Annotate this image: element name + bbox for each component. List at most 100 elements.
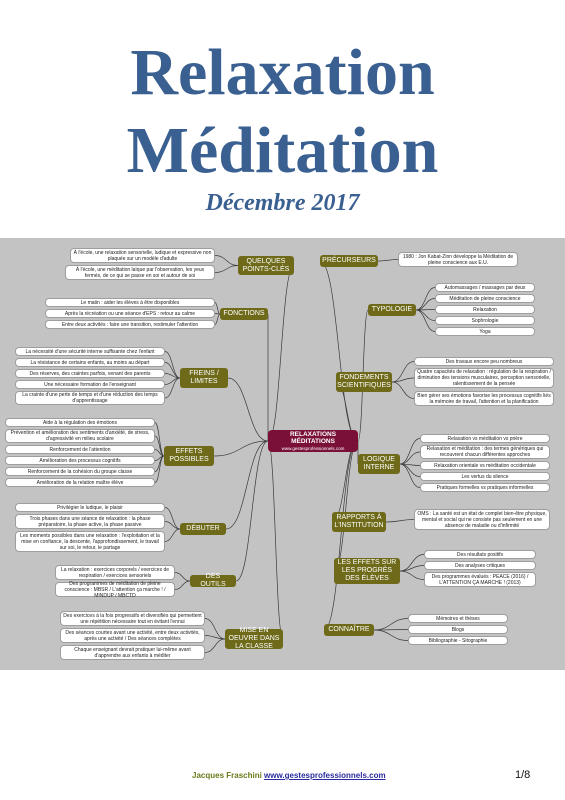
footer: Jacques Fraschini www.gestesprofessionne… (0, 769, 565, 785)
connector-branch-3-leaf-5 (154, 455, 165, 483)
leaf-logique-2: Relaxation et méditation : des termes gé… (420, 445, 550, 459)
connector-branch-4-leaf-0 (164, 507, 181, 530)
leaf-debuter-2: Trois phases dans une séance de relaxati… (15, 514, 165, 529)
leaf-mise-2: Des séances courtes avant une activité, … (60, 628, 205, 643)
leaf-progres-2: Des analyses critiques (424, 561, 536, 570)
leaf-effets-6: Amélioration de la relation maître élève (5, 478, 155, 487)
leaf-effets-4: Amélioration des processus cognitifs (5, 456, 155, 465)
connector-branch-0-leaf-1 (214, 265, 239, 273)
leaf-connaitre-2: Blogs (408, 625, 508, 634)
leaf-mise-1: Des exercices à la fois progressifs et d… (60, 611, 205, 626)
title-meditation: Méditation (126, 114, 439, 187)
connector-branch-3-leaf-1 (154, 435, 165, 457)
leaf-connaitre-1: Mémoires et thèses (408, 614, 508, 623)
branch-precurseurs: PRÉCURSEURS (320, 255, 378, 267)
connector-center-branch-12 (333, 440, 359, 572)
connector-branch-6-leaf-2 (204, 638, 226, 653)
leaf-connaitre-3: Bibliographie - Sitographie (408, 636, 508, 645)
branch-points-cles: QUELQUES POINTS-CLÉS (238, 256, 294, 275)
connector-branch-8-leaf-4 (415, 309, 436, 332)
leaf-fondements-2: Quatre capacités de relaxation : régulat… (414, 368, 554, 388)
connector-branch-10-leaf-1 (399, 451, 421, 465)
connector-center-branch-11 (331, 440, 359, 523)
leaf-freins-4: Une nécessaire formation de l'enseignant (15, 380, 165, 389)
leaf-typologie-2: Méditation de pleine conscience (435, 294, 535, 303)
leaf-typologie-4: Sophrologie (435, 316, 535, 325)
leaf-effets-2: Prévention et amélioration des sentiment… (5, 429, 155, 443)
leaf-fonctions-2: Après la récréation ou une séance d'EPS … (45, 309, 215, 318)
leaf-typologie-1: Automassages / massages par deux (435, 283, 535, 292)
connector-center-branch-7 (319, 260, 359, 442)
connector-branch-13-leaf-0 (373, 618, 409, 631)
branch-des-outils: DES OUTILS (190, 573, 236, 588)
leaf-effets-3: Renforcement de l'attention (5, 445, 155, 454)
branch-effets-progres: LES EFFETS SUR LES PROGRÈS DES ÉLÈVES (334, 558, 400, 584)
leaf-rapports-1: OMS : La santé est un état de complet bi… (414, 509, 550, 530)
branch-typologie: TYPOLOGIE (368, 304, 416, 316)
connector-branch-8-leaf-1 (415, 298, 436, 311)
connector-branch-6-leaf-0 (204, 618, 226, 640)
connector-branch-0-leaf-0 (214, 255, 239, 266)
branch-rapports-institution: RAPPORTS À L'INSTITUTION (332, 512, 386, 532)
leaf-points-cles-2: À l'école, une méditation laïque par l'o… (65, 265, 215, 280)
leaf-fonctions-1: Le matin : aider les élèves à être dispo… (45, 298, 215, 307)
connector-branch-11-leaf-0 (385, 519, 415, 523)
connector-lines (154, 255, 436, 653)
leaf-fonctions-3: Entre deux activités : faire une transit… (45, 320, 215, 329)
connector-branch-12-leaf-1 (399, 565, 425, 572)
leaf-logique-3: Relaxation orientale vs méditation occid… (420, 461, 550, 470)
leaf-freins-5: La crainte d'une perte de temps et d'une… (15, 391, 165, 405)
footer-credit: Jacques Fraschini www.gestesprofessionne… (192, 771, 386, 780)
center-title: RELAXATIONS MÉDITATIONS (289, 430, 337, 445)
connector-branch-12-leaf-2 (399, 570, 425, 580)
mind-map: RELAXATIONS MÉDITATIONS www.gestesprofes… (0, 238, 565, 670)
connector-center-branch-5 (235, 440, 269, 582)
footer-site-link[interactable]: www.gestesprofessionnels.com (264, 771, 386, 780)
leaf-typologie-3: Relaxation (435, 305, 535, 314)
connector-branch-7-leaf-0 (377, 259, 399, 262)
leaf-fondements-3: Bien gérer ses émotions favorise les pro… (414, 391, 554, 406)
connector-branch-4-leaf-2 (164, 528, 181, 542)
branch-mise-en-oeuvre: MISE EN OEUVRE DANS LA CLASSE (225, 627, 283, 650)
connector-center-branch-6 (267, 440, 284, 640)
branch-freins-limites: FREINS / LIMITES (180, 368, 228, 388)
leaf-progres-3: Des programmes évalués : PEACE (2016) / … (424, 572, 536, 587)
connector-center-branch-0 (267, 265, 295, 442)
connector-center-branch-2 (227, 377, 269, 442)
connector-branch-5-leaf-1 (174, 580, 191, 590)
leaf-progres-1: Des résultats positifs (424, 550, 536, 559)
center-url: www.gestesprofessionnels.com (281, 445, 345, 451)
connector-branch-3-leaf-0 (154, 422, 165, 457)
connector-branch-5-leaf-0 (174, 572, 191, 582)
leaf-freins-1: La nécessité d'une sécurité interne suff… (15, 347, 165, 356)
page-number: 1/8 (515, 769, 531, 781)
branch-debuter: DÉBUTER (180, 523, 226, 535)
branch-fondements: FONDEMENTS SCIENTIFIQUES (336, 372, 392, 392)
connector-center-branch-4 (225, 440, 269, 530)
leaf-typologie-5: Yoga (435, 327, 535, 336)
connector-center-branch-3 (213, 440, 269, 457)
leaf-debuter-3: Les moments possibles dans une relaxatio… (15, 531, 165, 552)
leaf-logique-1: Relaxation vs méditation vs prière (420, 434, 550, 443)
connector-center-branch-13 (323, 440, 359, 631)
leaf-logique-5: Pratiques formelles vs pratiques informe… (420, 483, 550, 492)
branch-logique-interne: LOGIQUE INTERNE (358, 454, 400, 474)
center-node: RELAXATIONS MÉDITATIONS www.gestesprofes… (268, 430, 358, 452)
leaf-debuter-1: Privilégier le ludique, le plaisir (15, 503, 165, 512)
connector-branch-13-leaf-2 (373, 629, 409, 641)
connector-branch-9-leaf-2 (391, 381, 415, 399)
connector-branch-4-leaf-1 (164, 521, 181, 530)
title-date: Décembre 2017 (205, 190, 360, 216)
leaf-fondements-1: Des travaux encore peu nombreux (414, 357, 554, 366)
leaf-freins-3: Des réserves, des craintes parfois, vena… (15, 369, 165, 378)
leaf-effets-5: Renforcement de la cohésion du groupe cl… (5, 467, 155, 476)
leaf-logique-4: Les vertus du silence (420, 472, 550, 481)
leaf-freins-2: La résistance de certains enfants, au mo… (15, 358, 165, 367)
title-relaxation: Relaxation (130, 36, 435, 109)
footer-author: Jacques Fraschini (192, 771, 262, 780)
connector-branch-10-leaf-4 (399, 463, 421, 488)
branch-effets-possibles: EFFETS POSSIBLES (164, 446, 214, 466)
leaf-outils-2: Des programmes de méditation de pleine c… (55, 581, 175, 599)
connector-branch-9-leaf-1 (391, 377, 415, 383)
connector-branch-9-leaf-0 (391, 361, 415, 383)
